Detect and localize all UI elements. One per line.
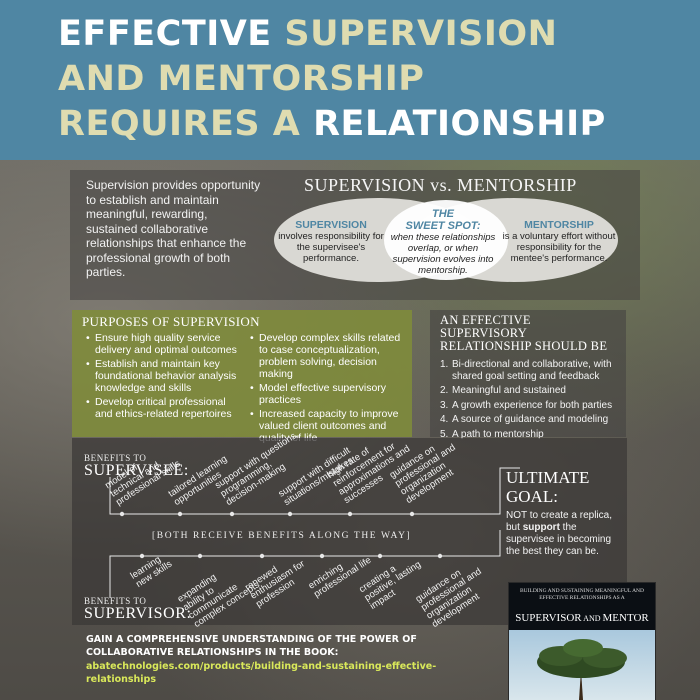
- supervisor-label: SUPERVISOR:: [84, 605, 192, 622]
- book-tree-image: [509, 630, 655, 700]
- title-line-2: AND MENTORSHIP: [58, 59, 425, 99]
- supervisee-label-small: BENEFITS TO: [84, 453, 147, 463]
- comparison-title: SUPERVISION vs. MENTORSHIP: [304, 175, 577, 195]
- effective-title: AN EFFECTIVE SUPERVISORY RELATIONSHIP SH…: [440, 313, 608, 353]
- purposes-title: PURPOSES OF SUPERVISION: [82, 314, 260, 329]
- supervision-definition: SUPERVISION involves responsibility for …: [278, 219, 384, 265]
- list-item: 5.A path to mentorship: [440, 428, 544, 440]
- book-title: SUPERVISOR AND MENTOR: [515, 612, 649, 624]
- book-subtitle: BUILDING AND SUSTAINING MEANINGFUL AND E…: [519, 588, 645, 601]
- page-header: EFFECTIVE SUPERVISION AND MENTORSHIP REQ…: [0, 0, 700, 160]
- mentorship-definition: MENTORSHIP is a voluntary effort without…: [502, 219, 616, 265]
- book-link[interactable]: abatechnologies.com/products/building-an…: [86, 661, 437, 685]
- title-line-3: REQUIRES A RELATIONSHIP: [58, 104, 606, 144]
- list-item: 4.A source of guidance and modeling: [440, 414, 609, 425]
- list-item: 2.Meaningful and sustained: [440, 385, 566, 396]
- sweet-spot-definition: THE SWEET SPOT: when these relationships…: [390, 208, 496, 276]
- supervisor-label-small: BENEFITS TO: [84, 596, 147, 606]
- supervisee-label: SUPERVISEE:: [84, 462, 189, 479]
- purposes-panel: PURPOSES OF SUPERVISION Ensure high qual…: [72, 310, 412, 444]
- sweet-spot-overlap: [384, 200, 508, 280]
- purpose-item: Establish and maintain key foundational …: [86, 358, 246, 394]
- title-line-1: EFFECTIVE SUPERVISION: [58, 14, 558, 54]
- purpose-item: Ensure high quality service delivery and…: [86, 332, 246, 356]
- book-tree-canopy: [563, 639, 603, 657]
- book-tree-trunk: [579, 670, 583, 700]
- purpose-item: Model effective supervisory practices: [250, 382, 408, 406]
- book-callout: GAIN A COMPREHENSIVE UNDERSTANDING OF TH…: [86, 634, 417, 658]
- list-item: 3.A growth experience for both parties: [440, 399, 613, 411]
- list-item: 1.Bi-directional and collaborative, with…: [440, 359, 612, 382]
- purpose-item: Develop complex skills related to case c…: [250, 332, 408, 380]
- both-benefit-banner: [BOTH RECEIVE BENEFITS ALONG THE WAY]: [152, 531, 412, 541]
- purpose-item: Develop critical professional and ethics…: [86, 396, 246, 420]
- purposes-left-list: Ensure high quality service delivery and…: [86, 332, 246, 422]
- ultimate-goal-text: NOT to create a replica, but support the…: [506, 510, 612, 557]
- ultimate-goal-heading: ULTIMATE GOAL:: [506, 468, 590, 506]
- intro-text: Supervision provides opportunity to esta…: [86, 178, 261, 279]
- effective-list: 1.Bi-directional and collaborative, with…: [440, 359, 616, 440]
- venn-diagram: [274, 198, 618, 282]
- purposes-right-list: Develop complex skills related to case c…: [250, 332, 408, 446]
- effective-relationship-panel: AN EFFECTIVE SUPERVISORY RELATIONSHIP SH…: [430, 310, 626, 440]
